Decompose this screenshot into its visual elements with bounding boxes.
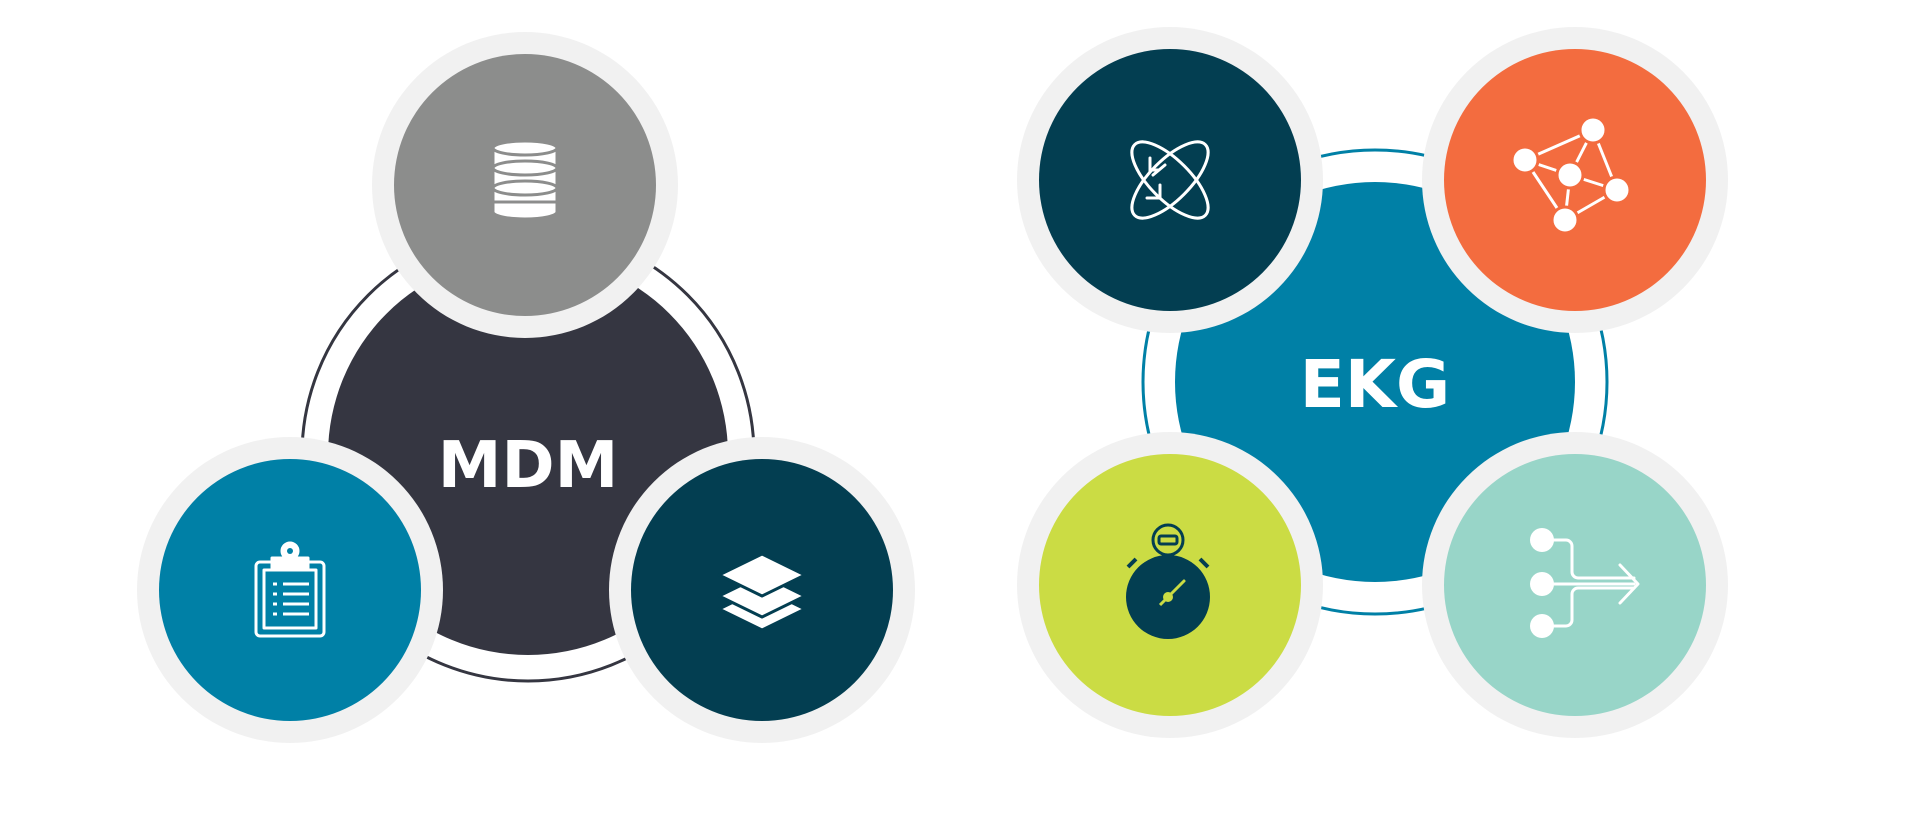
- ekg-label: EKG: [1300, 346, 1450, 423]
- layers-icon: [717, 552, 807, 632]
- ekg-satellite-stopwatch: [1017, 432, 1323, 738]
- merge-flow-icon: [1530, 528, 1640, 638]
- network-graph-icon: [1510, 115, 1632, 235]
- mdm-satellite-database: [372, 32, 678, 338]
- clipboard-icon: [254, 541, 326, 638]
- mdm-label: MDM: [438, 429, 619, 503]
- stopwatch-icon: [1126, 523, 1210, 639]
- ekg-satellite-merge: [1422, 432, 1728, 738]
- ekg-group: EKG: [1017, 27, 1728, 738]
- orbit-arrows-icon: [1130, 140, 1210, 220]
- database-icon: [491, 139, 559, 221]
- mdm-satellite-clipboard: [137, 437, 443, 743]
- satellite-disc: [159, 459, 421, 721]
- mdm-group: MDM: [137, 32, 915, 743]
- mdm-satellite-layers: [609, 437, 915, 743]
- ekg-outer-ring: [1141, 148, 1609, 616]
- satellite-disc: [1039, 49, 1301, 311]
- ekg-satellite-network: [1422, 27, 1728, 333]
- ekg-satellite-orbit: [1017, 27, 1323, 333]
